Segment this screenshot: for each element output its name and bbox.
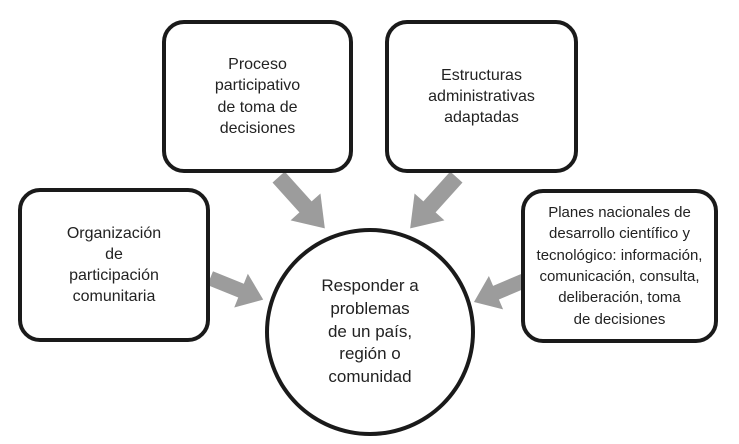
box-planes-nacionales-label: Planes nacionales de desarrollo científi… — [536, 204, 703, 328]
arrow-left-icon — [203, 261, 271, 318]
box-organizacion-participacion-label: Organización de participación comunitari… — [66, 224, 162, 306]
box-estructuras-administrativas: Estructuras administrativas adaptadas — [385, 20, 578, 173]
arrow-right-icon — [466, 262, 534, 320]
center-circle: Responder a problemas de un país, región… — [265, 228, 475, 436]
box-planes-nacionales: Planes nacionales de desarrollo científi… — [521, 189, 718, 343]
box-estructuras-administrativas-label: Estructuras administrativas adaptadas — [428, 66, 535, 127]
arrow-top-right-icon — [394, 163, 472, 243]
box-organizacion-participacion: Organización de participación comunitari… — [18, 188, 210, 342]
box-proceso-participativo: Proceso participativo de toma de decisio… — [162, 20, 353, 173]
center-circle-label: Responder a problemas de un país, región… — [321, 276, 419, 386]
arrow-top-left-icon — [263, 163, 341, 243]
box-proceso-participativo-label: Proceso participativo de toma de decisio… — [214, 56, 301, 137]
